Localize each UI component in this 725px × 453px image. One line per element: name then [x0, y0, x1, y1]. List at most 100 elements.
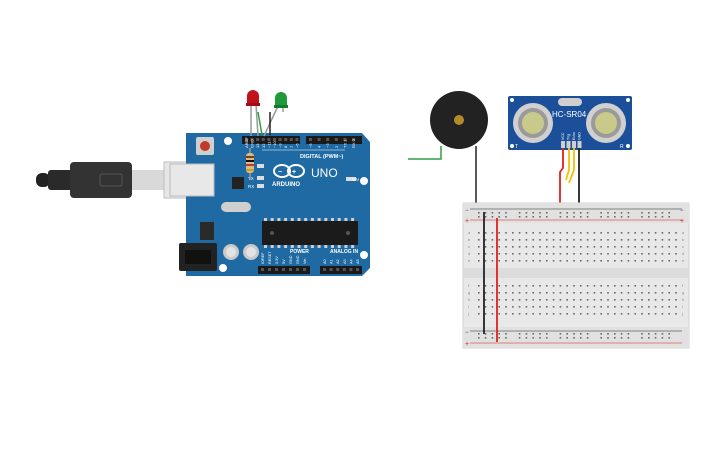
- breadboard-hole[interactable]: [593, 253, 596, 255]
- breadboard-hole[interactable]: [539, 299, 541, 301]
- breadboard-hole[interactable]: [559, 333, 562, 335]
- breadboard-hole[interactable]: [505, 285, 507, 287]
- breadboard-hole[interactable]: [654, 306, 657, 308]
- breadboard-hole[interactable]: [620, 232, 623, 234]
- breadboard-hole[interactable]: [600, 313, 602, 315]
- breadboard-hole[interactable]: [505, 239, 507, 241]
- power-pin[interactable]: [275, 268, 278, 271]
- breadboard-hole[interactable]: [559, 292, 562, 294]
- breadboard-hole[interactable]: [668, 306, 670, 308]
- breadboard-hole[interactable]: [573, 260, 575, 262]
- breadboard-hole[interactable]: [546, 260, 548, 262]
- breadboard-hole[interactable]: [518, 337, 521, 339]
- breadboard-hole[interactable]: [539, 333, 541, 335]
- breadboard-hole[interactable]: [525, 246, 528, 248]
- breadboard-hole[interactable]: [546, 212, 548, 214]
- breadboard-hole[interactable]: [566, 292, 568, 294]
- breadboard-hole[interactable]: [525, 299, 528, 301]
- breadboard-hole[interactable]: [559, 313, 562, 315]
- breadboard-hole[interactable]: [532, 212, 534, 214]
- breadboard-hole[interactable]: [654, 260, 657, 262]
- breadboard-hole[interactable]: [518, 212, 521, 214]
- breadboard-hole[interactable]: [627, 333, 630, 335]
- breadboard-hole[interactable]: [546, 333, 548, 335]
- breadboard-hole[interactable]: [627, 313, 630, 315]
- breadboard-hole[interactable]: [566, 306, 568, 308]
- breadboard-hole[interactable]: [586, 246, 589, 248]
- breadboard-hole[interactable]: [593, 306, 596, 308]
- breadboard-hole[interactable]: [498, 292, 500, 294]
- reset-button-cap[interactable]: [200, 141, 210, 151]
- breadboard-hole[interactable]: [532, 333, 534, 335]
- breadboard-hole[interactable]: [546, 299, 548, 301]
- digital-pin[interactable]: [352, 138, 355, 141]
- breadboard-hole[interactable]: [546, 337, 548, 339]
- breadboard-hole[interactable]: [648, 337, 650, 339]
- breadboard-hole[interactable]: [614, 337, 616, 339]
- digital-pin[interactable]: [326, 138, 330, 141]
- breadboard-hole[interactable]: [518, 313, 521, 315]
- breadboard-hole[interactable]: [546, 216, 548, 218]
- breadboard-hole[interactable]: [668, 216, 670, 218]
- breadboard-hole[interactable]: [566, 212, 568, 214]
- resistor[interactable]: [246, 148, 254, 180]
- breadboard-hole[interactable]: [654, 292, 657, 294]
- green-wire-led[interactable]: [257, 111, 263, 136]
- breadboard-hole[interactable]: [498, 216, 500, 218]
- breadboard-hole[interactable]: [675, 253, 677, 255]
- breadboard-hole[interactable]: [614, 253, 616, 255]
- breadboard-hole[interactable]: [675, 232, 677, 234]
- breadboard-hole[interactable]: [505, 333, 507, 335]
- breadboard-hole[interactable]: [675, 260, 677, 262]
- breadboard-hole[interactable]: [518, 299, 521, 301]
- breadboard-hole[interactable]: [539, 292, 541, 294]
- breadboard-hole[interactable]: [580, 333, 582, 335]
- breadboard-hole[interactable]: [593, 292, 596, 294]
- breadboard-hole[interactable]: [627, 337, 630, 339]
- breadboard-hole[interactable]: [614, 246, 616, 248]
- breadboard-hole[interactable]: [559, 216, 562, 218]
- breadboard-hole[interactable]: [614, 260, 616, 262]
- breadboard-hole[interactable]: [648, 285, 650, 287]
- breadboard-hole[interactable]: [620, 313, 623, 315]
- breadboard-hole[interactable]: [478, 212, 480, 214]
- breadboard-hole[interactable]: [675, 313, 677, 315]
- breadboard-hole[interactable]: [668, 246, 670, 248]
- breadboard-hole[interactable]: [614, 299, 616, 301]
- breadboard-hole[interactable]: [661, 246, 664, 248]
- breadboard-hole[interactable]: [559, 299, 562, 301]
- breadboard-hole[interactable]: [478, 260, 480, 262]
- breadboard-hole[interactable]: [627, 246, 630, 248]
- breadboard-hole[interactable]: [620, 260, 623, 262]
- breadboard-hole[interactable]: [512, 232, 514, 234]
- breadboard-hole[interactable]: [525, 333, 528, 335]
- breadboard-hole[interactable]: [478, 216, 480, 218]
- breadboard-hole[interactable]: [675, 299, 677, 301]
- breadboard-hole[interactable]: [525, 306, 528, 308]
- breadboard-hole[interactable]: [518, 260, 521, 262]
- breadboard-hole[interactable]: [586, 306, 589, 308]
- piezo-buzzer[interactable]: [430, 91, 488, 149]
- breadboard-hole[interactable]: [518, 239, 521, 241]
- power-pin[interactable]: [261, 268, 264, 271]
- breadboard-hole[interactable]: [484, 216, 487, 218]
- sensor-echo-wire[interactable]: [568, 148, 575, 184]
- breadboard-hole[interactable]: [586, 212, 589, 214]
- breadboard-hole[interactable]: [627, 306, 630, 308]
- breadboard-hole[interactable]: [634, 299, 636, 301]
- breadboard-hole[interactable]: [539, 216, 541, 218]
- breadboard-hole[interactable]: [559, 285, 562, 287]
- breadboard-hole[interactable]: [641, 333, 643, 335]
- breadboard-hole[interactable]: [634, 239, 636, 241]
- breadboard-hole[interactable]: [478, 299, 480, 301]
- breadboard-hole[interactable]: [675, 292, 677, 294]
- breadboard-hole[interactable]: [505, 212, 507, 214]
- breadboard-hole[interactable]: [498, 260, 500, 262]
- breadboard-hole[interactable]: [668, 313, 670, 315]
- breadboard-hole[interactable]: [498, 337, 500, 339]
- breadboard-hole[interactable]: [641, 292, 643, 294]
- breadboard-hole[interactable]: [600, 239, 602, 241]
- breadboard-hole[interactable]: [641, 285, 643, 287]
- breadboard-hole[interactable]: [478, 253, 480, 255]
- breadboard-hole[interactable]: [627, 260, 630, 262]
